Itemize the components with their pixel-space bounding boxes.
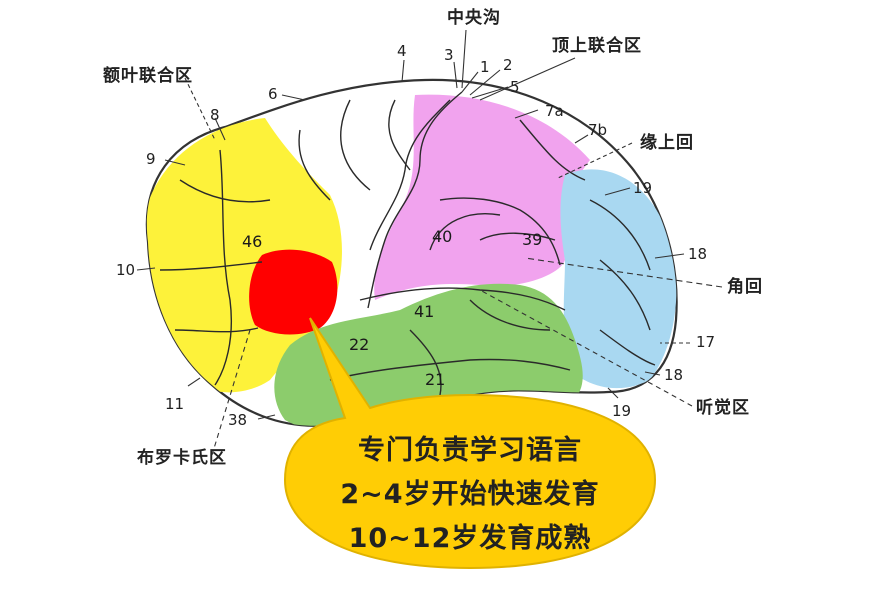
area-number: 46 — [242, 232, 263, 251]
central-sulcus-label: 中央沟 — [447, 8, 501, 28]
area-number: 11 — [165, 395, 185, 413]
area-number: 8 — [210, 106, 220, 124]
leader-lines — [136, 29, 723, 456]
area-number: 7a — [545, 102, 564, 120]
auditory-area-label: 听觉区 — [696, 398, 750, 418]
area-number: 10 — [116, 261, 136, 279]
area-number: 18 — [688, 245, 708, 263]
callout-bubble — [283, 317, 657, 570]
area-number: 19 — [612, 402, 632, 420]
parietal-association-area — [374, 94, 590, 301]
callout-line-2: 2~4岁开始快速发育 — [340, 479, 600, 510]
area-number: 17 — [696, 333, 716, 351]
area-number: 41 — [414, 302, 435, 321]
parietal-association-label: 顶上联合区 — [552, 36, 642, 56]
sulci-lines — [159, 91, 656, 396]
area-number: 38 — [228, 411, 248, 429]
callout-text: 专门负责学习语言 2~4岁开始快速发育 10~12岁发育成熟 — [285, 420, 655, 570]
area-number: 3 — [444, 46, 454, 64]
broca-area — [249, 249, 338, 335]
area-number: 21 — [425, 370, 446, 389]
area-number: 40 — [432, 227, 453, 246]
area-number: 19 — [633, 179, 653, 197]
area-number: 7b — [588, 121, 608, 139]
supramarginal-gyrus-label: 缘上回 — [640, 133, 694, 153]
frontal-association-label: 额叶联合区 — [103, 66, 193, 86]
callout-line-3: 10~12岁发育成熟 — [348, 523, 592, 554]
broca-area-label: 布罗卡氏区 — [137, 448, 227, 468]
area-number: 6 — [268, 85, 278, 103]
angular-gyrus-label: 角回 — [727, 277, 763, 297]
area-number: 1 — [480, 58, 490, 76]
occipital-area — [560, 169, 677, 389]
area-number: 9 — [146, 150, 156, 168]
callout-line-1: 专门负责学习语言 — [358, 435, 582, 466]
area-number: 39 — [522, 230, 543, 249]
area-number: 2 — [503, 56, 513, 74]
area-number: 18 — [664, 366, 684, 384]
area-number: 4 — [397, 42, 407, 60]
area-number: 22 — [349, 335, 370, 354]
area-number: 5 — [510, 78, 520, 96]
